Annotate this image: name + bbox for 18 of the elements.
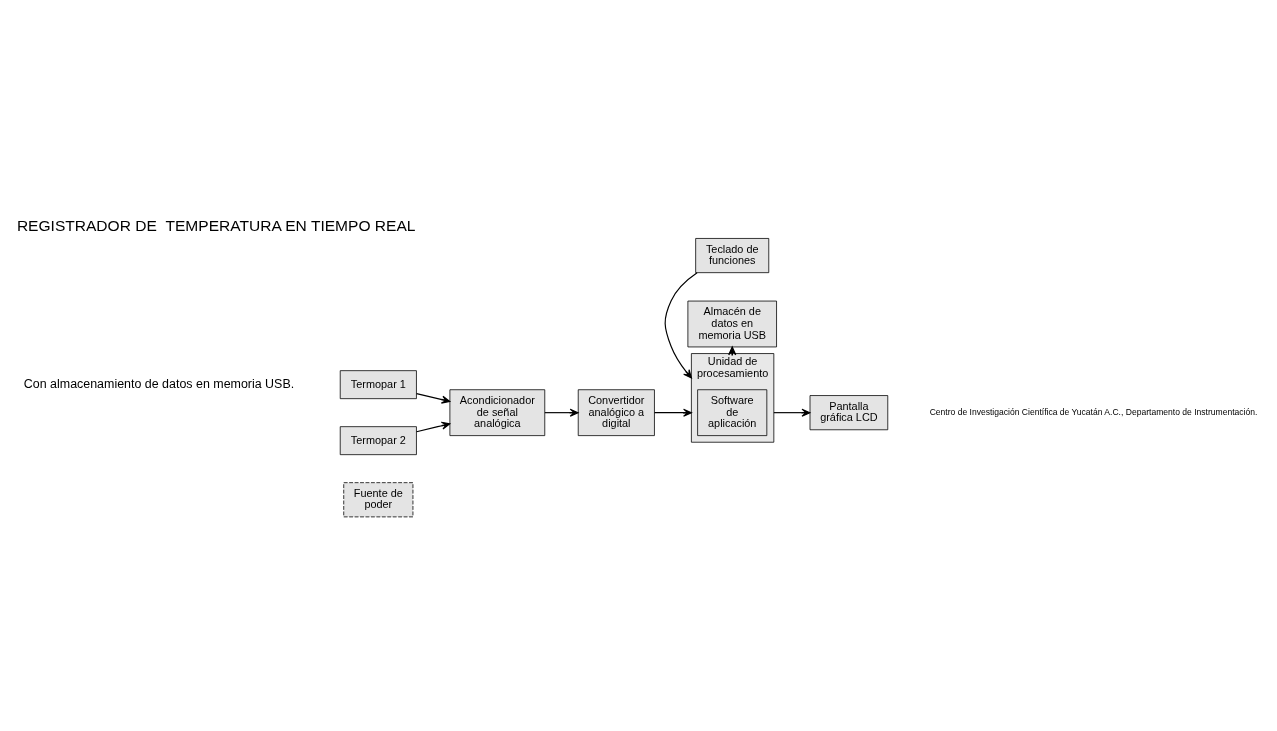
label: Con almacenamiento de datos en memoria USB. <box>23 376 295 391</box>
diagram-title: REGISTRADOR DE TEMPERATURA EN TIEMPO REAL <box>16 216 416 234</box>
node-box: Termopar 1 <box>339 369 417 399</box>
node-box: Almacén de datos en memoria USB <box>687 300 777 347</box>
node-box: Fuente de poder <box>343 481 414 517</box>
arrow <box>544 408 579 417</box>
arrow <box>416 392 451 404</box>
node-box: Termopar 2 <box>339 425 417 455</box>
node-box: Software de aplicación <box>697 388 768 436</box>
node-box: Acondicionador de señal analógica <box>449 388 546 436</box>
arrow <box>664 271 698 379</box>
node-box: Pantalla gráfica LCD <box>809 394 889 430</box>
node-box: Teclado de funciones <box>695 237 770 273</box>
arrow <box>416 421 451 432</box>
arrow <box>653 408 692 417</box>
arrow <box>773 408 811 417</box>
caption: Centro de Investigación Científica de Yucatán A.C., Departamento de Instrumentación. <box>929 406 1258 417</box>
node-box: Convertidor analógico a digital <box>577 388 655 436</box>
